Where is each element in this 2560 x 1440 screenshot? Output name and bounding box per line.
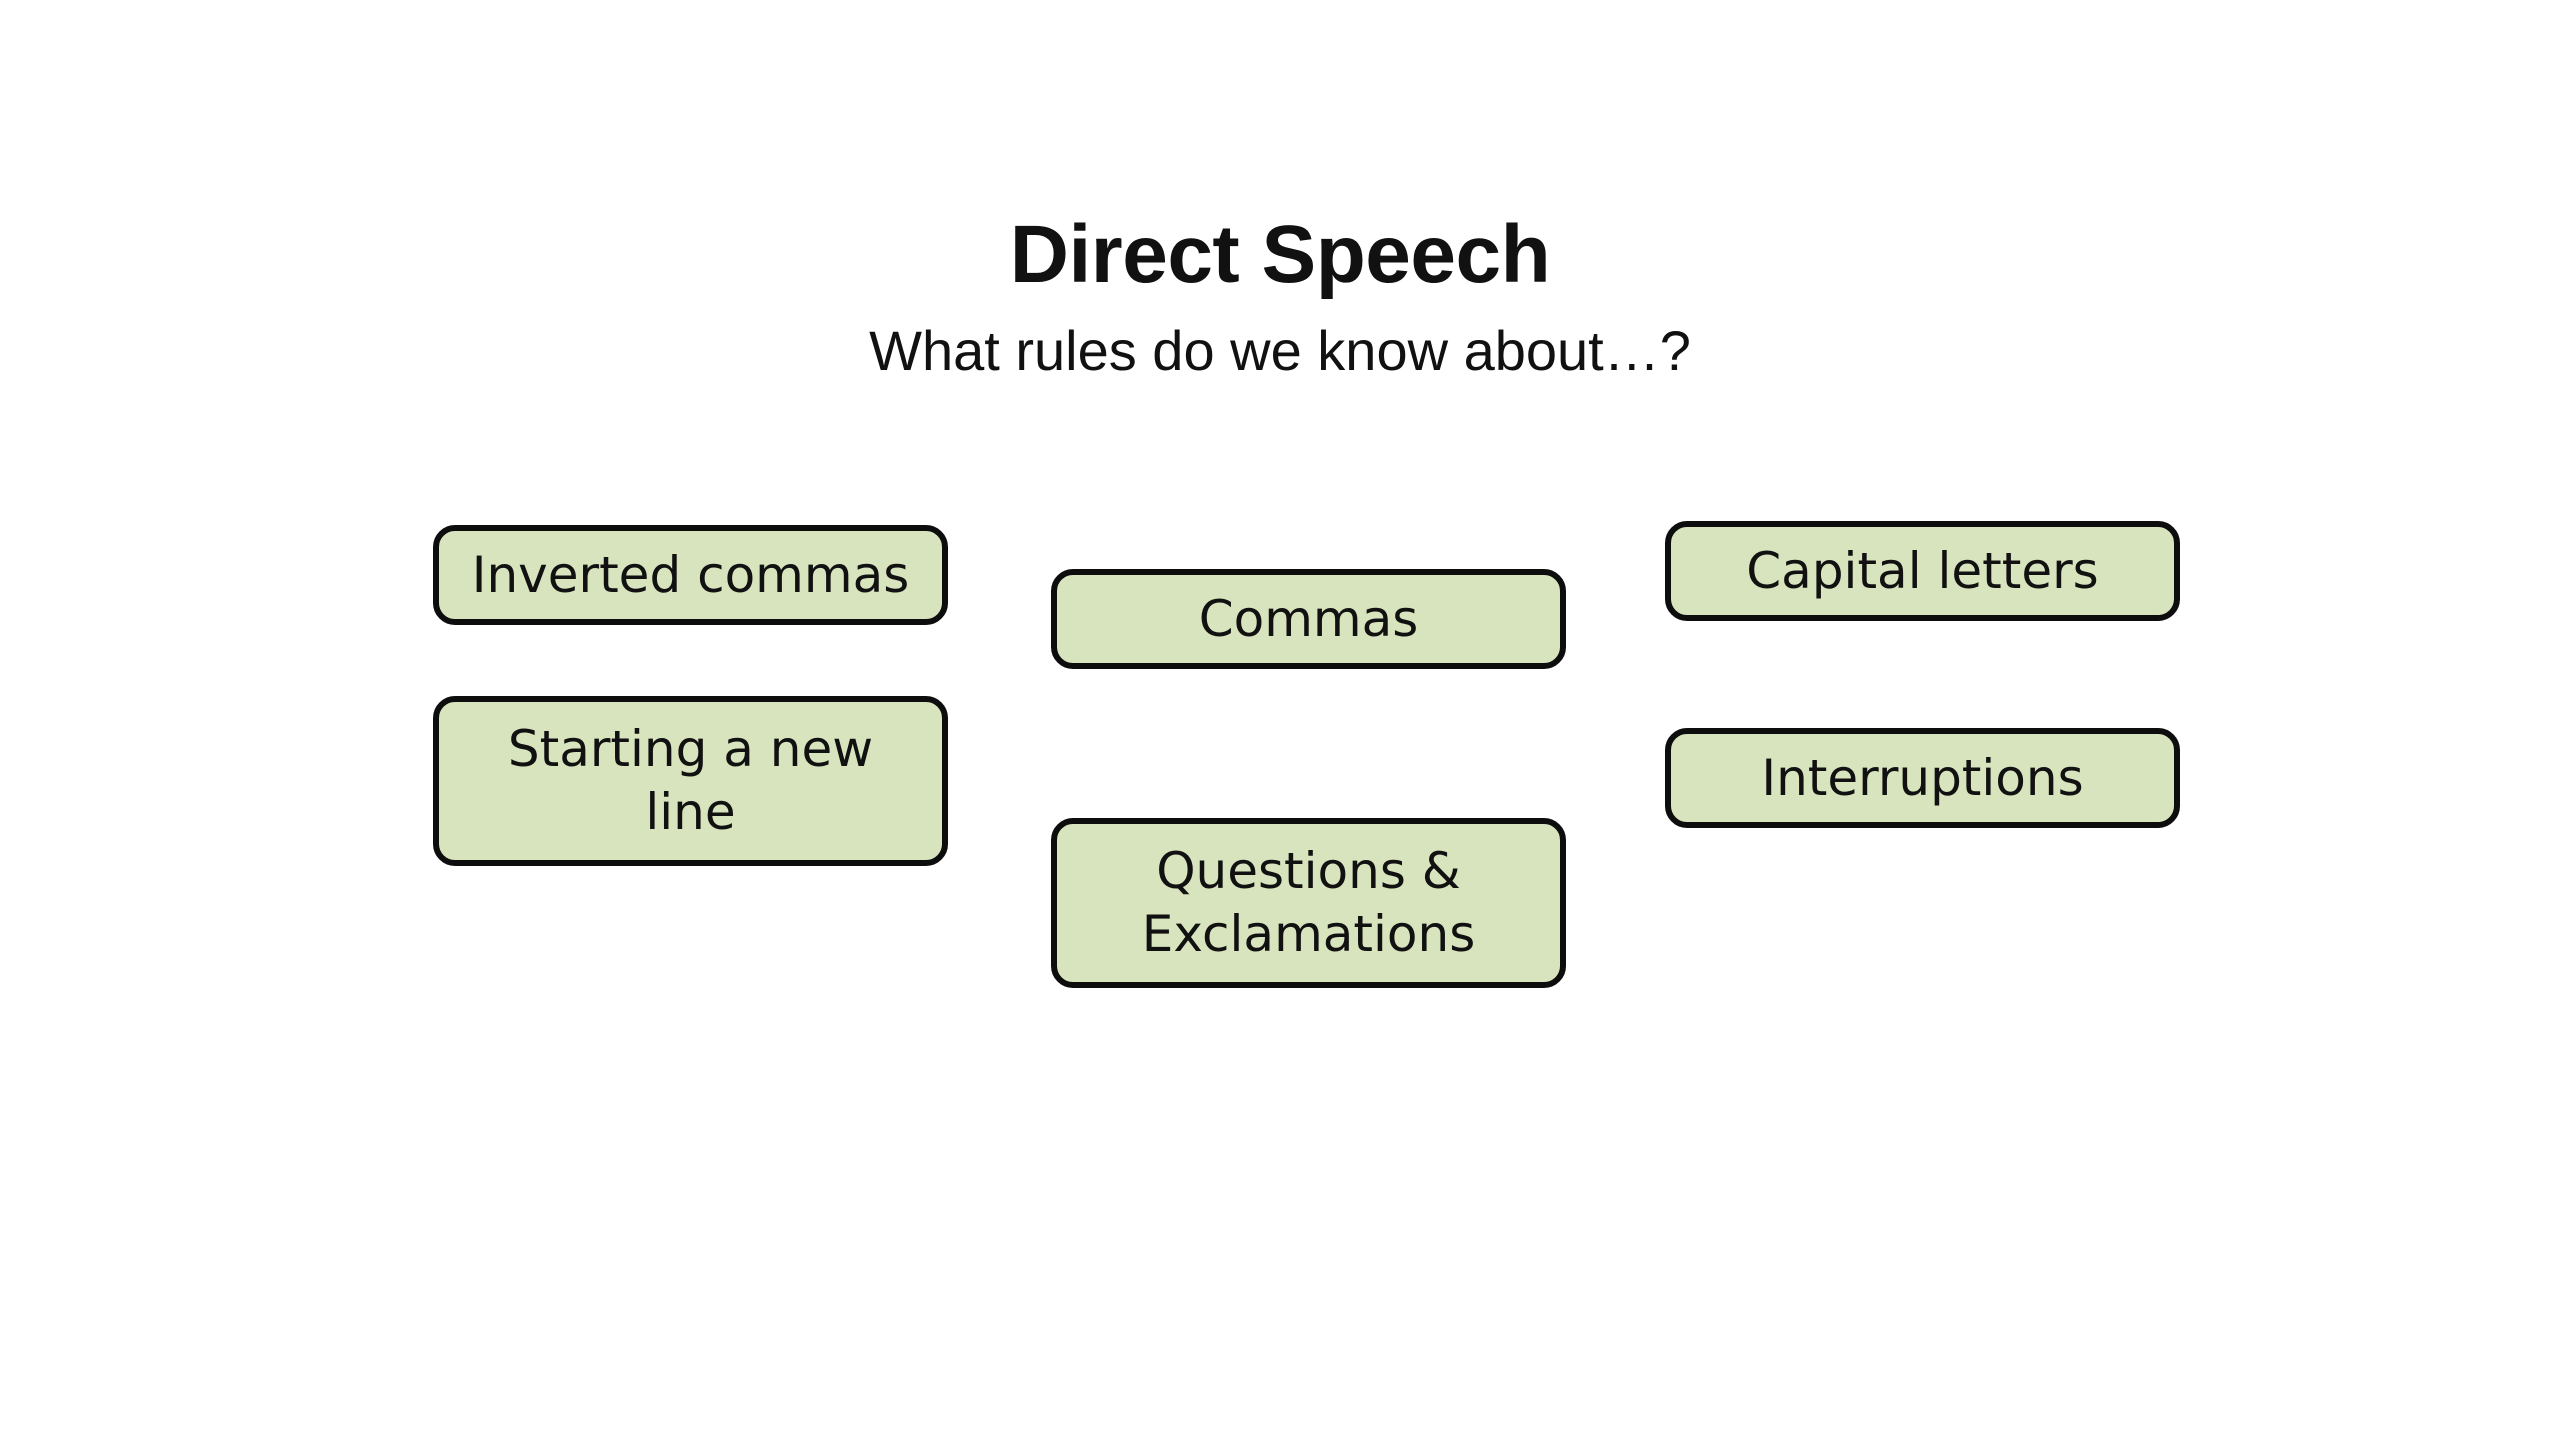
interruptions-label: Interruptions <box>1761 748 2084 807</box>
questions-exclamations-label: Questions & Exclamations <box>1141 842 1476 963</box>
commas-label: Commas <box>1198 589 1419 648</box>
questions-exclamations-box[interactable]: Questions & Exclamations <box>1051 818 1566 988</box>
starting-new-line-box[interactable]: Starting a new line <box>433 696 948 866</box>
inverted-commas-label: Inverted commas <box>471 545 910 604</box>
capital-letters-box[interactable]: Capital letters <box>1665 521 2180 621</box>
commas-box[interactable]: Commas <box>1051 569 1566 669</box>
slide-subtitle: What rules do we know about…? <box>869 319 1691 382</box>
inverted-commas-box[interactable]: Inverted commas <box>433 525 948 625</box>
capital-letters-label: Capital letters <box>1746 541 2099 600</box>
slide-title: Direct Speech <box>1009 209 1551 300</box>
starting-new-line-label: Starting a new line <box>507 720 874 841</box>
interruptions-box[interactable]: Interruptions <box>1665 728 2180 828</box>
